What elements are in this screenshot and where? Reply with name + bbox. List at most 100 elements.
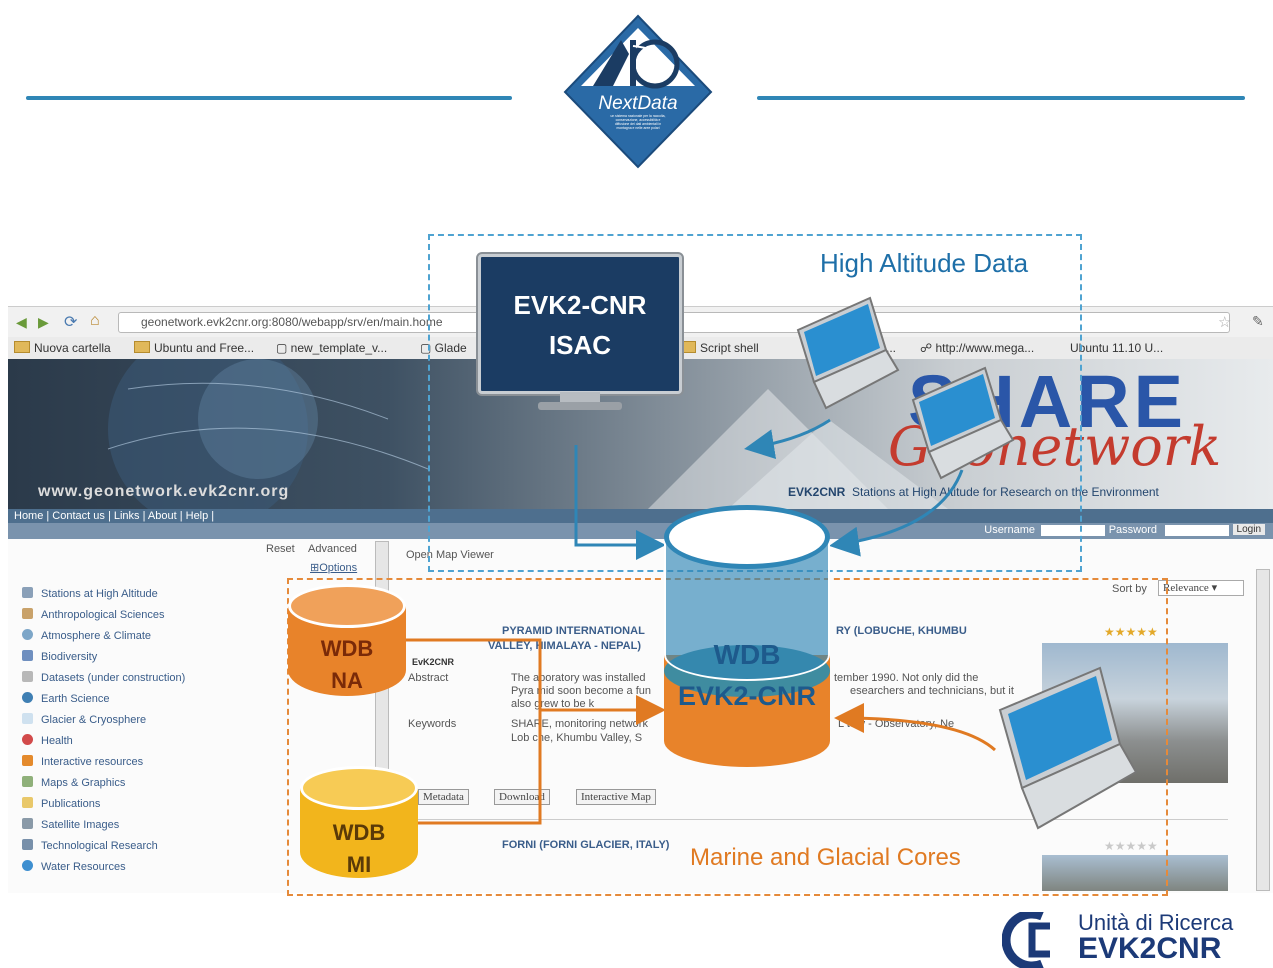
abstract-text-b: tember 1990. Not only did the [834,672,979,684]
rating-stars: ★★★★★ [1104,839,1158,853]
rating-stars: ★★★★★ [1104,625,1158,639]
central-db-teal-top [664,505,830,569]
back-icon[interactable]: ◀ [16,314,27,330]
wdb-na-label-2: NA [331,668,363,693]
evk2cnr-logo-mark [1002,912,1050,968]
result2-title[interactable]: FORNI (FORNI GLACIER, ITALY) [502,839,670,851]
datasets-icon [22,671,33,682]
bookmark-item[interactable]: ▢ Glade [420,341,467,355]
logo-tagline: un sistema nazionale per la raccolta, co… [610,114,666,130]
arrow-laptop3-to-db [834,703,997,752]
category-interactive[interactable]: Interactive resources [22,755,143,768]
wdb-na-top [288,584,406,628]
bookmark-item[interactable]: Ubuntu and Free... [134,341,254,355]
maps-icon [22,776,33,787]
arrow-na-to-db [405,638,666,725]
water-icon [22,860,33,871]
technology-icon [22,839,33,850]
abstract-text-c: Pyra mid soon become a fun [511,685,652,697]
mountain-icon [22,587,33,598]
category-atmosphere[interactable]: Atmosphere & Climate [22,629,151,642]
keywords-text-b: Lob che, Khumbu Valley, S [511,732,643,744]
bookmark-item[interactable]: Nuova cartella [14,341,111,355]
results-scrollbar[interactable] [1256,569,1270,891]
interactive-icon [22,755,33,766]
site-nav[interactable]: Home | Contact us | Links | About | Help… [8,509,1273,523]
sort-select[interactable]: Relevance ▾ [1158,580,1244,596]
abstract-label: Abstract [408,672,449,684]
bookmark-item[interactable]: Ubuntu 11.10 U... [1070,341,1164,355]
marine-glacial-label: Marine and Glacial Cores [690,844,961,871]
interactive-map-button[interactable]: Interactive Map [576,789,656,805]
login-button[interactable]: Login [1232,524,1265,535]
high-altitude-label: High Altitude Data [820,248,1029,278]
password-label: Password [1108,524,1157,536]
download-button[interactable]: Download [494,789,550,805]
divider [406,819,1228,820]
logo-text: NextData [598,93,677,114]
banner-url: www.geonetwork.evk2cnr.org [38,483,290,500]
sort-by-label: Sort by [1112,583,1147,595]
category-technological[interactable]: Technological Research [22,839,158,852]
publications-icon [22,797,33,808]
category-publications[interactable]: Publications [22,797,100,810]
wdb-mi-database: WDB MI [300,766,418,880]
category-anthropological[interactable]: Anthropological Sciences [22,608,165,621]
monitor-line1: EVK2-CNR [513,290,647,320]
forward-icon[interactable]: ▶ [38,314,49,330]
banner-brand: EVK2CNR [788,485,846,499]
metadata-button[interactable]: Metadata [418,789,469,805]
wdb-mi-label-1: WDB [332,820,386,845]
reload-icon[interactable]: ⟳ [64,314,78,331]
keywords-text-a: SHARE, monitoring network [511,718,648,730]
home-icon[interactable]: ⌂ [90,312,100,329]
result1-title-b[interactable]: RY (LOBUCHE, KHUMBU [836,625,967,637]
advanced-link[interactable]: Advanced [308,543,357,555]
abstract-text-a: The aboratory was installed [511,672,646,684]
keywords-text-c: L tory - Observatory, Ne [838,718,955,730]
wdb-mi-top [300,766,418,810]
result2-thumbnail [1042,855,1228,891]
banner-tagline-text: Stations at High Altitude for Research o… [852,485,1159,499]
header-rule-right [757,96,1245,100]
reset-link[interactable]: Reset [266,543,295,555]
wrench-icon[interactable]: ✎ [1252,313,1264,329]
category-satellite[interactable]: Satellite Images [22,818,119,831]
central-database: WDB EVK2-CNR [664,505,830,785]
password-input[interactable] [1165,525,1229,536]
wdb-na-label-1: WDB [320,636,374,661]
satellite-icon [22,818,33,829]
arrow-mi-to-db [418,700,542,825]
category-earth-science[interactable]: Earth Science [22,692,109,705]
result1-title-a[interactable]: PYRAMID INTERNATIONAL [502,625,645,637]
folder-icon [14,341,30,353]
category-water[interactable]: Water Resources [22,860,126,873]
options-link[interactable]: ⊞Options [310,562,358,574]
arrow-isac-to-db [574,445,666,560]
open-map-viewer[interactable]: Open Map Viewer [406,549,494,561]
globe-icon [22,629,33,640]
bookmark-star-icon[interactable]: ☆ [1218,314,1232,331]
bookmark-item[interactable]: ☍ http://www.mega... [920,341,1035,355]
isac-monitor: EVK2-CNR ISAC [478,254,682,414]
category-datasets[interactable]: Datasets (under construction) [22,671,185,684]
central-db-label-top: WDB [713,639,781,670]
monitor-base [538,402,622,410]
category-biodiversity[interactable]: Biodiversity [22,650,97,663]
bookmark-item[interactable]: ▢ new_template_v... [276,341,388,355]
abstract-text-e: also grew to be k [511,698,595,710]
username-input[interactable] [1041,525,1105,536]
monitor-line2: ISAC [548,330,612,360]
monitor-screen [478,254,682,394]
category-glacier[interactable]: Glacier & Cryosphere [22,713,146,726]
category-health[interactable]: Health [22,734,73,747]
folder-icon [134,341,150,353]
banner-tagline: EVK2CNR Stations at High Altitude for Re… [788,485,1159,499]
category-stations[interactable]: Stations at High Altitude [22,587,158,600]
people-icon [22,608,33,619]
evk2cnr-footer-logo: Unità di Ricerca EVK2CNR [1002,904,1273,968]
result1-title-c[interactable]: VALLEY, HIMALAYA - NEPAL) [488,640,641,652]
category-maps[interactable]: Maps & Graphics [22,776,125,789]
nextdata-logo: NextData un sistema nazionale per la rac… [563,14,713,169]
